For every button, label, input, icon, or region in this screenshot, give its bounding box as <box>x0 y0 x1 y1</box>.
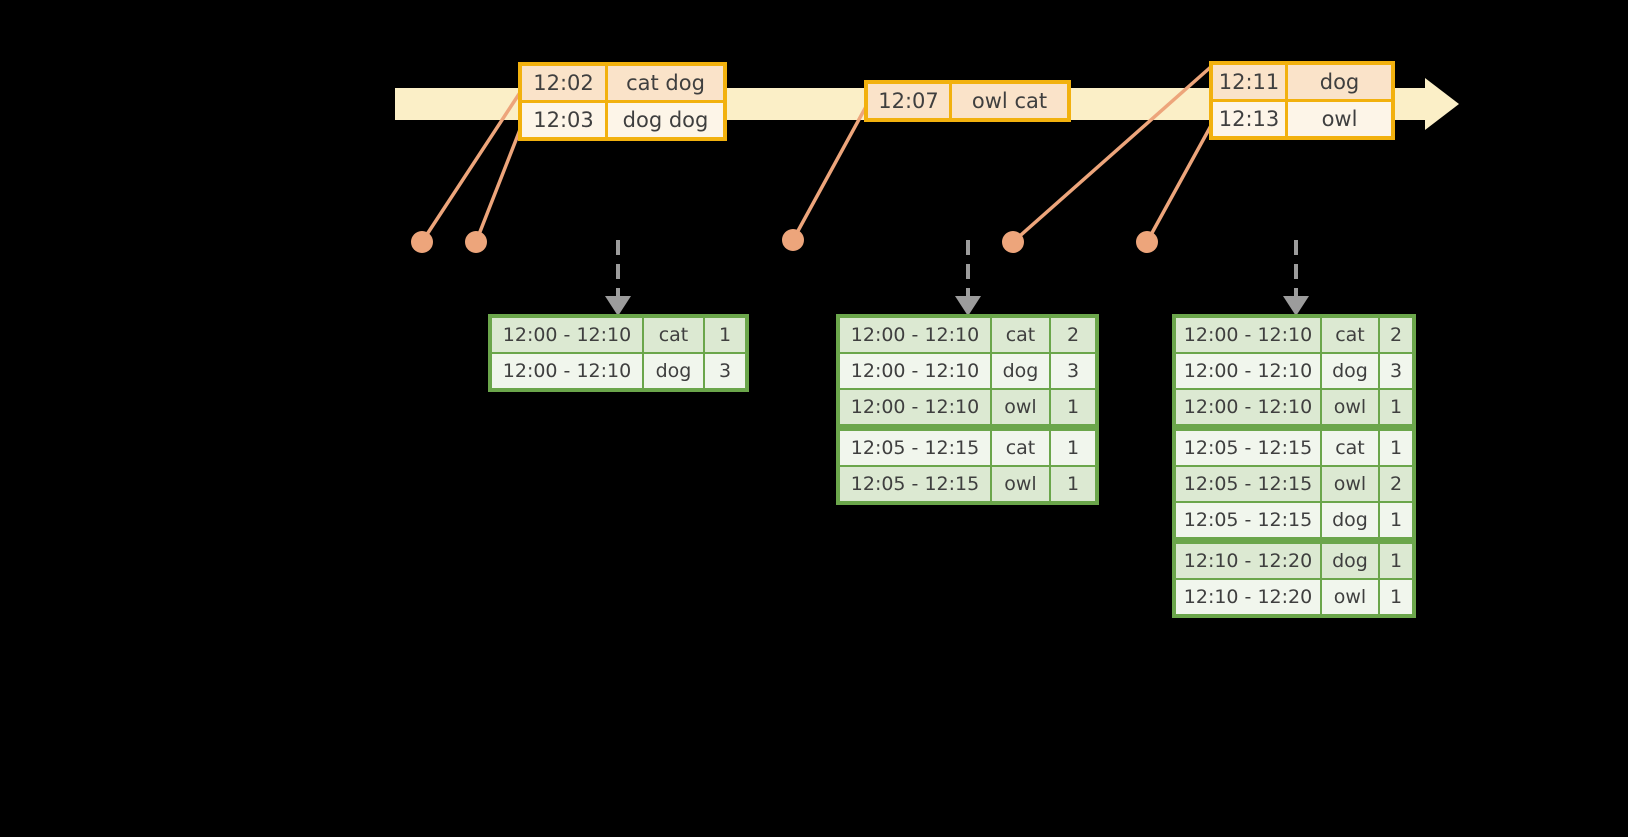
event-words-cell: owl cat <box>952 84 1067 118</box>
event-dots <box>411 229 1158 253</box>
window-cell: 12:10 - 12:20 <box>1176 580 1320 614</box>
word-cell: cat <box>1322 318 1378 352</box>
word-cell: dog <box>1322 354 1378 388</box>
event-time-cell: 12:13 <box>1213 102 1285 136</box>
window-cell: 12:10 - 12:20 <box>1176 544 1320 578</box>
event-words-cell: dog dog <box>608 103 723 137</box>
window-cell: 12:00 - 12:10 <box>1176 318 1320 352</box>
word-cell: dog <box>1322 503 1378 537</box>
window-cell: 12:05 - 12:15 <box>1176 467 1320 501</box>
event-words-cell: owl <box>1288 102 1391 136</box>
word-cell: dog <box>1322 544 1378 578</box>
word-cell: owl <box>1322 390 1378 424</box>
word-cell: cat <box>644 318 703 352</box>
count-cell: 1 <box>1380 390 1412 424</box>
word-cell: dog <box>992 354 1049 388</box>
count-cell: 1 <box>1380 580 1412 614</box>
event-dot <box>1002 231 1024 253</box>
event-time-cell: 12:03 <box>522 103 605 137</box>
window-cell: 12:00 - 12:10 <box>840 390 990 424</box>
word-cell: cat <box>1322 431 1378 465</box>
word-cell: dog <box>644 354 703 388</box>
count-cell: 1 <box>1051 467 1095 501</box>
window-cell: 12:00 - 12:10 <box>1176 390 1320 424</box>
event-connector-line <box>1145 121 1215 243</box>
window-group-separator <box>840 426 1095 429</box>
count-cell: 1 <box>1380 503 1412 537</box>
window-cell: 12:05 - 12:15 <box>1176 431 1320 465</box>
event-connector-line <box>1011 63 1215 244</box>
event-dot <box>1136 231 1158 253</box>
count-cell: 3 <box>1051 354 1095 388</box>
window-group-separator <box>1176 539 1412 542</box>
event-connectors <box>420 63 1215 244</box>
window-cell: 12:00 - 12:10 <box>492 354 642 388</box>
event-connector-line <box>420 87 525 243</box>
trigger-arrowhead-icon <box>1283 296 1309 316</box>
word-cell: owl <box>992 390 1049 424</box>
count-cell: 2 <box>1051 318 1095 352</box>
event-dot <box>782 229 804 251</box>
count-cell: 2 <box>1380 318 1412 352</box>
count-cell: 1 <box>1380 431 1412 465</box>
count-cell: 1 <box>1051 390 1095 424</box>
event-words-cell: cat dog <box>608 66 723 100</box>
count-cell: 2 <box>1380 467 1412 501</box>
window-group-separator <box>1176 426 1412 429</box>
count-cell: 3 <box>1380 354 1412 388</box>
event-dot <box>465 231 487 253</box>
word-cell: cat <box>992 431 1049 465</box>
event-dot <box>411 231 433 253</box>
window-cell: 12:00 - 12:10 <box>840 318 990 352</box>
event-time-cell: 12:07 <box>868 84 949 118</box>
trigger-arrows <box>605 240 1309 316</box>
count-cell: 1 <box>1051 431 1095 465</box>
word-cell: cat <box>992 318 1049 352</box>
window-cell: 12:00 - 12:10 <box>492 318 642 352</box>
count-cell: 1 <box>1380 544 1412 578</box>
window-cell: 12:05 - 12:15 <box>840 431 990 465</box>
word-cell: owl <box>1322 580 1378 614</box>
window-cell: 12:05 - 12:15 <box>1176 503 1320 537</box>
trigger-arrowhead-icon <box>955 296 981 316</box>
count-cell: 3 <box>705 354 745 388</box>
word-cell: owl <box>1322 467 1378 501</box>
timeline-arrowhead-icon <box>1425 78 1459 130</box>
word-cell: owl <box>992 467 1049 501</box>
event-connector-line <box>791 102 870 241</box>
event-time-cell: 12:11 <box>1213 65 1285 99</box>
window-cell: 12:00 - 12:10 <box>840 354 990 388</box>
window-cell: 12:00 - 12:10 <box>1176 354 1320 388</box>
trigger-arrowhead-icon <box>605 296 631 316</box>
window-cell: 12:05 - 12:15 <box>840 467 990 501</box>
count-cell: 1 <box>705 318 745 352</box>
event-time-cell: 12:02 <box>522 66 605 100</box>
event-words-cell: dog <box>1288 65 1391 99</box>
event-connector-line <box>474 121 525 243</box>
